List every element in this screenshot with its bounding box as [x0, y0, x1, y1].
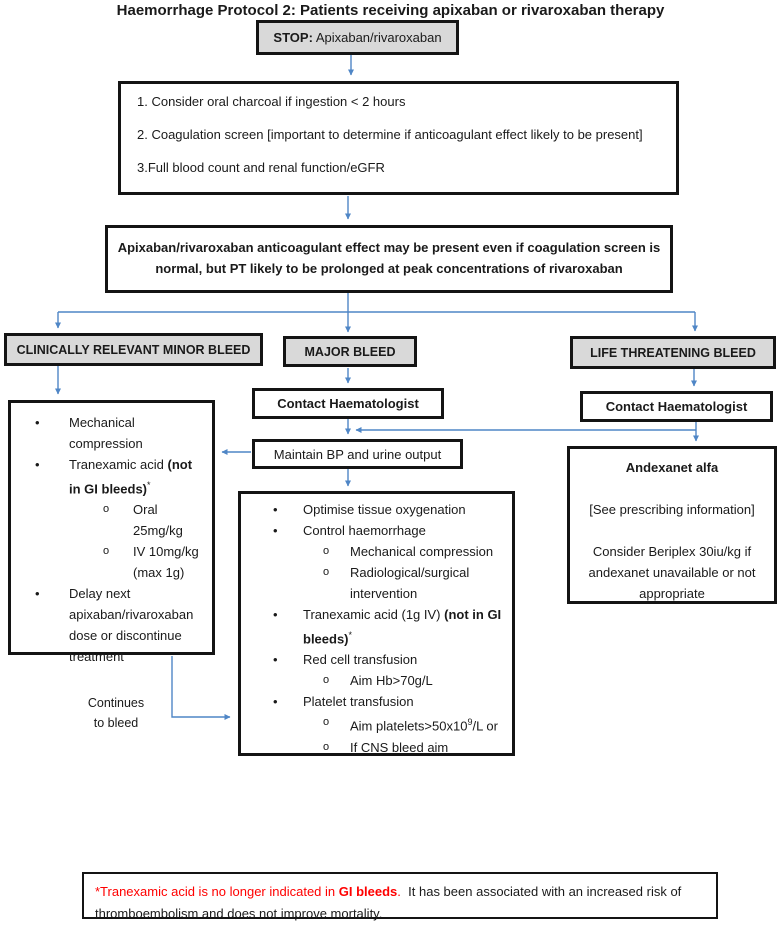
maintain-bp-box: Maintain BP and urine output — [252, 439, 463, 469]
major-bullet-4: • Red cell transfusion — [273, 649, 512, 670]
andexanet-line-2: [See prescribing information] — [589, 502, 755, 517]
minor-bleed-box: • Mechanical compression • Tranexamic ac… — [8, 400, 215, 664]
warning-line-2: normal, but PT likely to be prolonged at… — [155, 261, 623, 276]
minor-sub-bullet-1: o Oral 25mg/kg — [103, 499, 212, 541]
bullet-icon: • — [273, 502, 278, 517]
bullet-icon: • — [35, 586, 40, 602]
step-3: 3.Full blood count and renal function/eG… — [137, 160, 385, 175]
major-contact-haematologist-box: Contact Haematologist — [252, 388, 444, 419]
initial-steps-box: 1. Consider oral charcoal if ingestion <… — [118, 81, 679, 195]
major-bullet-5: • Platelet transfusion — [273, 691, 512, 712]
bullet-icon: • — [35, 415, 40, 430]
major-sub-bullet-4: o Aim platelets>50x109/L or — [323, 712, 512, 736]
page-title: Haemorrhage Protocol 2: Patients receivi… — [116, 2, 665, 19]
stop-box-label: STOP: Apixaban/rivaroxaban — [273, 30, 442, 45]
major-bullet-3: • Tranexamic acid (1g IV) (not in GI ble… — [273, 604, 512, 649]
sub-bullet-icon: o — [323, 716, 330, 729]
step-1: 1. Consider oral charcoal if ingestion <… — [137, 94, 406, 109]
minor-bullet-3: • Delay next apixaban/rivaroxaban dose o… — [35, 583, 212, 667]
footnote-text: *Tranexamic acid is no longer indicated … — [95, 884, 685, 921]
minor-bullet-2: • Tranexamic acid (not in GI bleeds)* — [35, 454, 212, 499]
sub-bullet-icon: o — [103, 503, 110, 516]
sub-bullet-icon: o — [323, 566, 330, 578]
major-sub-bullet-3: o Aim Hb>70g/L — [323, 670, 512, 691]
andexanet-box: Andexanet alfa [See prescribing informat… — [567, 446, 777, 604]
continues-to-bleed-label: Continues to bleed — [87, 696, 145, 730]
bullet-icon: • — [273, 652, 278, 668]
minor-sub-bullet-2: o IV 10mg/kg (max 1g) — [103, 541, 212, 583]
warning-line-1: Apixaban/rivaroxaban anticoagulant effec… — [117, 240, 661, 255]
header-major-bleed: MAJOR BLEED — [283, 336, 417, 367]
header-life-threatening-bleed: LIFE THREATENING BLEED — [570, 336, 776, 369]
life-contact-haematologist-box: Contact Haematologist — [580, 391, 773, 422]
sub-bullet-icon: o — [323, 545, 330, 557]
sub-bullet-icon: o — [323, 674, 330, 687]
major-sub-bullet-2: o Radiological/surgical intervention — [323, 562, 512, 604]
sub-bullet-icon: o — [323, 740, 330, 753]
major-bleed-box: • Optimise tissue oxygenation • Control … — [238, 491, 515, 756]
major-sub-bullet-5: o If CNS bleed aim — [323, 737, 512, 758]
header-minor-bleed: CLINICALLY RELEVANT MINOR BLEED — [4, 333, 263, 366]
bullet-icon: • — [273, 607, 278, 622]
bullet-icon: • — [273, 523, 278, 538]
sub-bullet-icon: o — [103, 545, 110, 558]
bullet-icon: • — [273, 694, 278, 710]
major-bullet-1: • Optimise tissue oxygenation — [273, 499, 512, 520]
bullet-icon: • — [35, 457, 40, 472]
minor-bullet-1: • Mechanical compression — [35, 412, 212, 454]
andexanet-line-3: Consider Beriplex 30iu/kg if andexanet u… — [588, 544, 756, 601]
stop-box: STOP: Apixaban/rivaroxaban — [256, 20, 459, 55]
major-bullet-2: • Control haemorrhage — [273, 520, 512, 541]
footnote-box: *Tranexamic acid is no longer indicated … — [82, 872, 718, 921]
warning-box: Apixaban/rivaroxaban anticoagulant effec… — [105, 225, 673, 293]
andexanet-title: Andexanet alfa — [625, 460, 719, 475]
major-sub-bullet-1: o Mechanical compression — [323, 541, 512, 562]
step-2: 2. Coagulation screen [important to dete… — [137, 127, 643, 142]
